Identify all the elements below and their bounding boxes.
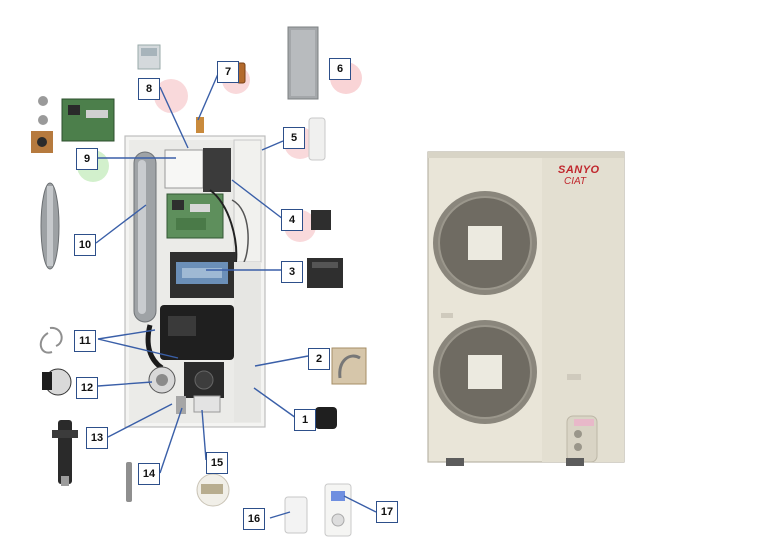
callout-1: 1 [294, 409, 316, 431]
callout-14: 14 [138, 463, 160, 485]
indoor-unit [124, 135, 266, 428]
callout-5: 5 [283, 127, 305, 149]
callout-7: 7 [217, 61, 239, 83]
brand-logo-sanyo: SANYO [558, 164, 600, 176]
callout-6: 6 [329, 58, 351, 80]
callout-12: 12 [76, 377, 98, 399]
callout-10: 10 [74, 234, 96, 256]
callout-15: 15 [206, 452, 228, 474]
callout-11: 11 [74, 330, 96, 352]
outdoor-unit [427, 151, 625, 466]
callout-9: 9 [76, 148, 98, 170]
callout-4: 4 [281, 209, 303, 231]
callout-16: 16 [243, 508, 265, 530]
callout-3: 3 [281, 261, 303, 283]
callout-8: 8 [138, 78, 160, 100]
brand-logo-ciat: CIAT [564, 176, 587, 187]
callout-2: 2 [308, 348, 330, 370]
spare-parts [31, 26, 367, 537]
leader-lines [95, 73, 377, 519]
callout-13: 13 [86, 427, 108, 449]
callout-17: 17 [376, 501, 398, 523]
